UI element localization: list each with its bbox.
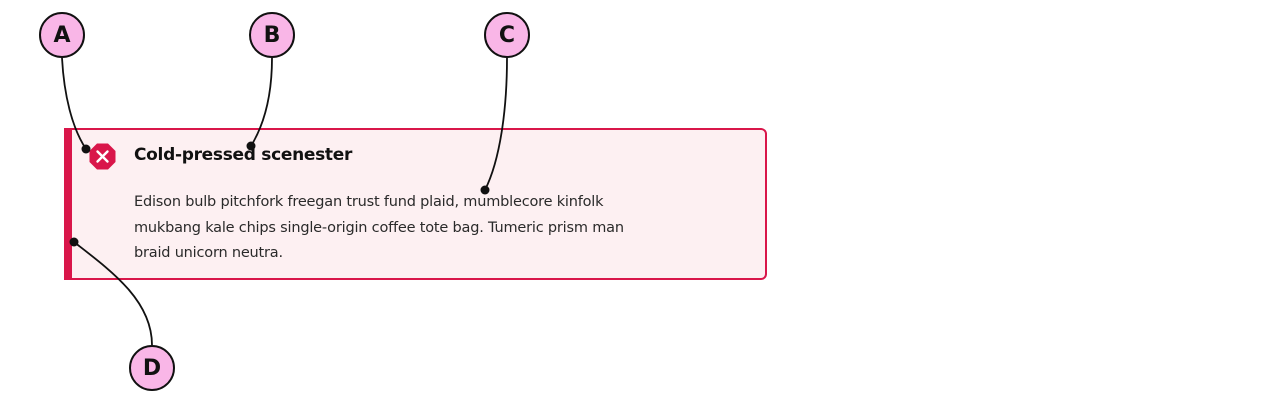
callout-marker-c: C — [484, 12, 530, 58]
callout-marker-d: D — [129, 345, 175, 391]
error-x-icon — [89, 143, 116, 170]
anchor-dot-a — [81, 144, 91, 154]
leader-line-c — [484, 57, 508, 191]
alert-body: Edison bulb pitchfork freegan trust fund… — [134, 190, 694, 267]
alert-body-line: Edison bulb pitchfork freegan trust fund… — [134, 194, 604, 210]
leader-line-b — [250, 57, 273, 147]
anchor-dot-c — [480, 185, 490, 195]
alert-title: Cold-pressed scenester — [134, 145, 353, 165]
alert-body-line: braid unicorn neutra. — [134, 245, 283, 261]
anchor-dot-b — [246, 141, 256, 151]
anchor-dot-d — [69, 237, 79, 247]
alert-body-line: mukbang kale chips single-origin coffee … — [134, 219, 624, 236]
callout-marker-b: B — [249, 12, 295, 58]
leader-line-a — [61, 57, 87, 150]
error-alert-banner — [64, 128, 767, 280]
leader-line-d — [73, 241, 153, 346]
callout-marker-a: A — [39, 12, 85, 58]
